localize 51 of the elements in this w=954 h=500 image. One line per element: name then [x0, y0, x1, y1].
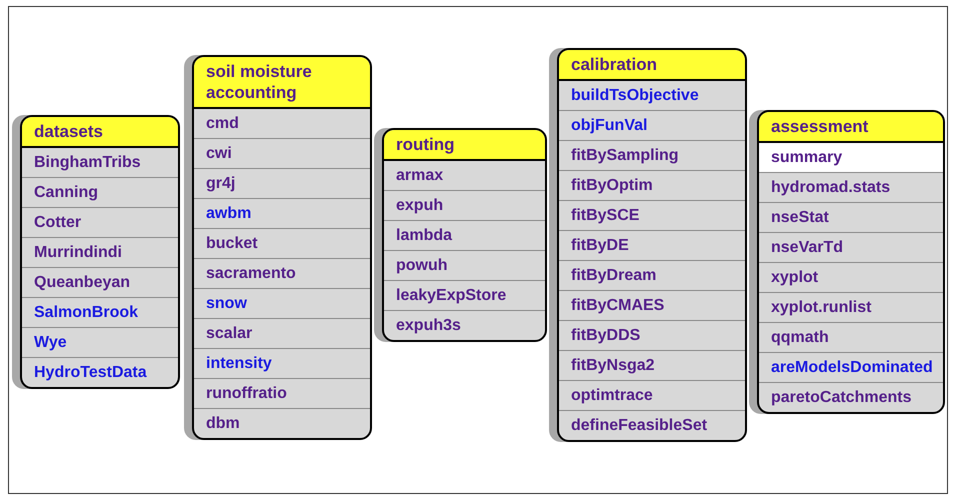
menu-item: nseVarTd [759, 233, 943, 263]
menu-item: gr4j [194, 169, 370, 199]
menu-header: datasets [22, 117, 178, 148]
menu-header: calibration [559, 50, 745, 81]
menu-item: buildTsObjective [559, 81, 745, 111]
menu-item: fitBySampling [559, 141, 745, 171]
menu-item: expuh3s [384, 311, 545, 340]
menu-item: paretoCatchments [759, 383, 943, 412]
menu-item: HydroTestData [22, 358, 178, 387]
menu-item: Murrindindi [22, 238, 178, 268]
menu-item: hydromad.stats [759, 173, 943, 203]
menu-item: fitByNsga2 [559, 351, 745, 381]
menu-item: fitByDream [559, 261, 745, 291]
menu-item: fitBySCE [559, 201, 745, 231]
menu-item: SalmonBrook [22, 298, 178, 328]
menu-item: Queanbeyan [22, 268, 178, 298]
menu-item: awbm [194, 199, 370, 229]
menu-item: bucket [194, 229, 370, 259]
menu-item: intensity [194, 349, 370, 379]
menu-item: xyplot [759, 263, 943, 293]
menu-item: lambda [384, 221, 545, 251]
menu-item: Canning [22, 178, 178, 208]
menu-item: defineFeasibleSet [559, 411, 745, 440]
menu-item: snow [194, 289, 370, 319]
menu-item: armax [384, 161, 545, 191]
selected-menu-item: summary [759, 143, 943, 173]
menu-header: assessment [759, 112, 943, 143]
menu-item: fitByCMAES [559, 291, 745, 321]
menu-item: powuh [384, 251, 545, 281]
menu-item: fitByDDS [559, 321, 745, 351]
menu-item: Wye [22, 328, 178, 358]
menu-item: cwi [194, 139, 370, 169]
menu-item: objFunVal [559, 111, 745, 141]
menu-item: optimtrace [559, 381, 745, 411]
menu-item: expuh [384, 191, 545, 221]
menu-item: sacramento [194, 259, 370, 289]
menu-item: BinghamTribs [22, 148, 178, 178]
menu-item: qqmath [759, 323, 943, 353]
menu-item: areModelsDominated [759, 353, 943, 383]
menu-item: dbm [194, 409, 370, 438]
menu-item: nseStat [759, 203, 943, 233]
menu-item: cmd [194, 109, 370, 139]
menu-item: Cotter [22, 208, 178, 238]
menu-header: routing [384, 130, 545, 161]
menu-item: fitByDE [559, 231, 745, 261]
menu-item: leakyExpStore [384, 281, 545, 311]
menu-item: scalar [194, 319, 370, 349]
menu-header: soil moisture accounting [194, 57, 370, 109]
menu-item: fitByOptim [559, 171, 745, 201]
menu-item: runoffratio [194, 379, 370, 409]
menu-item: xyplot.runlist [759, 293, 943, 323]
